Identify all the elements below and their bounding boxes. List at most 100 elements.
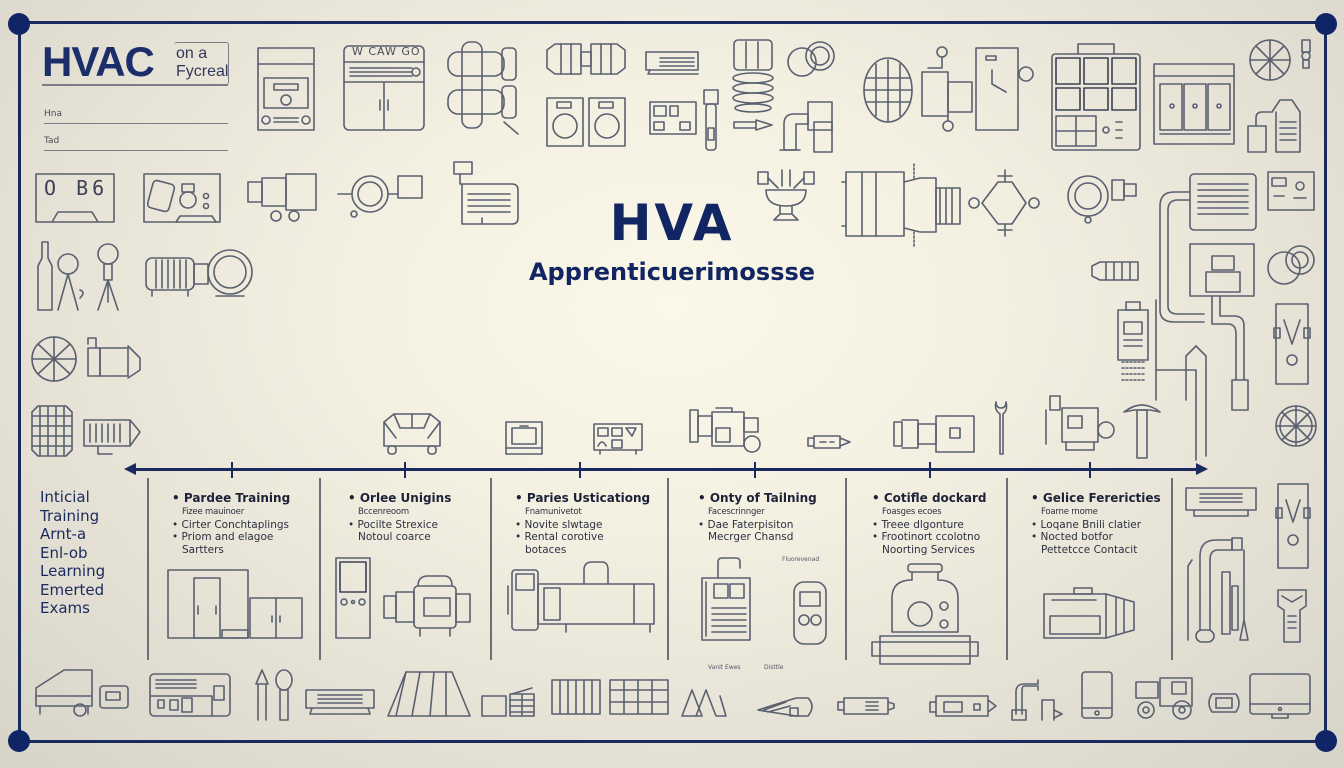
- wall-vent-icon: [645, 51, 699, 75]
- stage-heading: • Cotifle dockard: [872, 491, 987, 505]
- frame-left-border: [18, 21, 21, 741]
- projector-motor-icon: [893, 415, 975, 453]
- stage-heading: • Gelice Ferericties: [1031, 491, 1161, 505]
- logo-main-text: HVAC: [42, 38, 155, 85]
- stage-line: Dae Faterpisiton: [698, 519, 817, 532]
- fan-grille-icon: [1249, 39, 1311, 81]
- page-subtitle: Apprenticuerimossse: [528, 258, 816, 286]
- blower-assembly-icon: [863, 46, 1034, 132]
- filter-cartridge-icon: [1091, 261, 1139, 281]
- radial-fan-icon: [31, 336, 141, 382]
- wall-heater-icon: [1185, 487, 1257, 517]
- diamond-fitting-icon: [968, 169, 1040, 237]
- probes-icon: [255, 669, 293, 721]
- stage-line: Loqane Bnili clatier: [1031, 519, 1161, 532]
- stage-divider-3: [490, 478, 492, 660]
- elbow-pump-icon: [779, 101, 833, 153]
- condenser-pipe-system-icon: [1155, 173, 1257, 461]
- stage-line: Treee dlgonture: [872, 519, 987, 532]
- generator-cart-icon: [35, 669, 129, 717]
- stage-2: • Orlee Unigins Bccenreoom Pocilte Strex…: [348, 491, 451, 544]
- timeline-tick-1: [231, 462, 233, 478]
- faucet-pipe-icon: [1011, 679, 1063, 721]
- motor-coil-icon: [145, 249, 253, 297]
- coil-frame-icon: [387, 671, 471, 717]
- exhaust-fan-icon: [1275, 405, 1317, 447]
- baseboard-heater-icon: [305, 689, 375, 715]
- form-line-1: Hna: [44, 109, 228, 124]
- timeline-axis: [134, 468, 1198, 471]
- triple-door-cabinet-icon: [1153, 63, 1235, 145]
- stage-line: Nocted botfor: [1031, 531, 1161, 544]
- stage-heading-text: Onty of Tailning: [709, 491, 817, 505]
- timeline-tick-4: [754, 462, 756, 478]
- stage-line: Noorting Services: [882, 543, 975, 556]
- fan-ring-icon: [787, 41, 835, 77]
- arrow-pointer-icon: [733, 119, 773, 131]
- left-list-item: Exams: [40, 599, 90, 617]
- meter-and-unit-icon: [507, 561, 655, 633]
- left-list-item: Emerted: [40, 580, 105, 599]
- round-gauge-icon: [337, 175, 423, 218]
- stage-divider-4: [667, 478, 669, 660]
- stage-line: Facescrinnger: [708, 507, 765, 517]
- stage-divider-6: [1006, 478, 1008, 660]
- cabinets-icon: [167, 569, 303, 639]
- stage-line: Notoul coarce: [358, 531, 431, 544]
- left-list-item: Training: [40, 506, 100, 525]
- pressure-tank-icon: [1117, 301, 1149, 381]
- stage-heading-text: Pardee Training: [183, 491, 291, 505]
- logo-side-line-2: Fycreal: [176, 63, 229, 80]
- left-list-item: Learning: [40, 562, 106, 580]
- stage-line: Fnamunivetot: [525, 507, 582, 517]
- gas-bottle-tripod-icon: [37, 241, 119, 311]
- stage-line: Novite slwtage: [515, 519, 650, 532]
- gauge-manifold-icon: [1045, 395, 1115, 451]
- bellows-duct-icon: [732, 39, 774, 113]
- stage-line: Sartters: [182, 543, 224, 556]
- box-heater-icon: [505, 421, 543, 455]
- blower-motor-icon: [1043, 587, 1135, 639]
- left-list-item: Arnt-a: [40, 525, 87, 543]
- timeline-tick-3: [579, 462, 581, 478]
- tractor-icon: [1135, 677, 1193, 720]
- callout-bottom-left: Vanit Ewes: [708, 664, 741, 671]
- timeline-tick-2: [404, 462, 406, 478]
- stage-line: Foasges ecoes: [882, 507, 942, 517]
- coupling-icon: [546, 43, 626, 75]
- control-box-icon: [1267, 171, 1315, 211]
- frame-bottom-border: [20, 740, 1326, 743]
- nozzle-burner-icon: [757, 697, 813, 717]
- stage-line: Pettetcce Contacit: [1041, 543, 1138, 556]
- stage-line: Frootinort ccolotno: [872, 531, 987, 544]
- stage-line: Foarne rnome: [1041, 507, 1098, 517]
- cone-filters-icon: [681, 689, 727, 717]
- form-line-2: Tad: [44, 136, 228, 151]
- compressor-housing-icon: [841, 163, 961, 249]
- gas-unit-panel-icon: [149, 673, 231, 717]
- stage-heading-text: Paries Usticationg: [526, 491, 651, 505]
- stage-4: • Onty of Tailning Facescrinnger Dae Fat…: [698, 491, 817, 544]
- stage-divider-5: [845, 478, 847, 660]
- stage-divider-2: [319, 478, 321, 660]
- stage-line: Rental corotive: [515, 531, 650, 544]
- timeline-arrow-left-icon: [124, 463, 136, 475]
- stage-heading: • Onty of Tailning: [698, 491, 817, 505]
- control-module-icon: [593, 423, 643, 455]
- stage-heading-text: Orlee Unigins: [359, 491, 452, 505]
- washer-icon: [546, 97, 626, 147]
- boiler-unit-icon: [929, 695, 997, 717]
- device-callout-label: Fluorevenad: [782, 556, 820, 563]
- camera-compressor-icon: [689, 407, 761, 453]
- motor-pump-icon: [247, 173, 317, 222]
- stage-heading: • Paries Usticationg: [515, 491, 651, 505]
- digital-display-icon: [35, 173, 115, 223]
- monitor-icon: [1249, 673, 1311, 719]
- hammer-icon: [1123, 404, 1161, 459]
- electrical-panel-icon: [1051, 43, 1141, 151]
- corner-dot-bottom-right: [1315, 730, 1337, 752]
- stage-line: Mecrger Chansd: [708, 531, 794, 544]
- valve-basin-icon: [757, 169, 815, 221]
- timeline-tick-5: [929, 462, 931, 478]
- left-stage-list: Inticial Training Arnt-a Enl-ob Learning…: [40, 488, 105, 618]
